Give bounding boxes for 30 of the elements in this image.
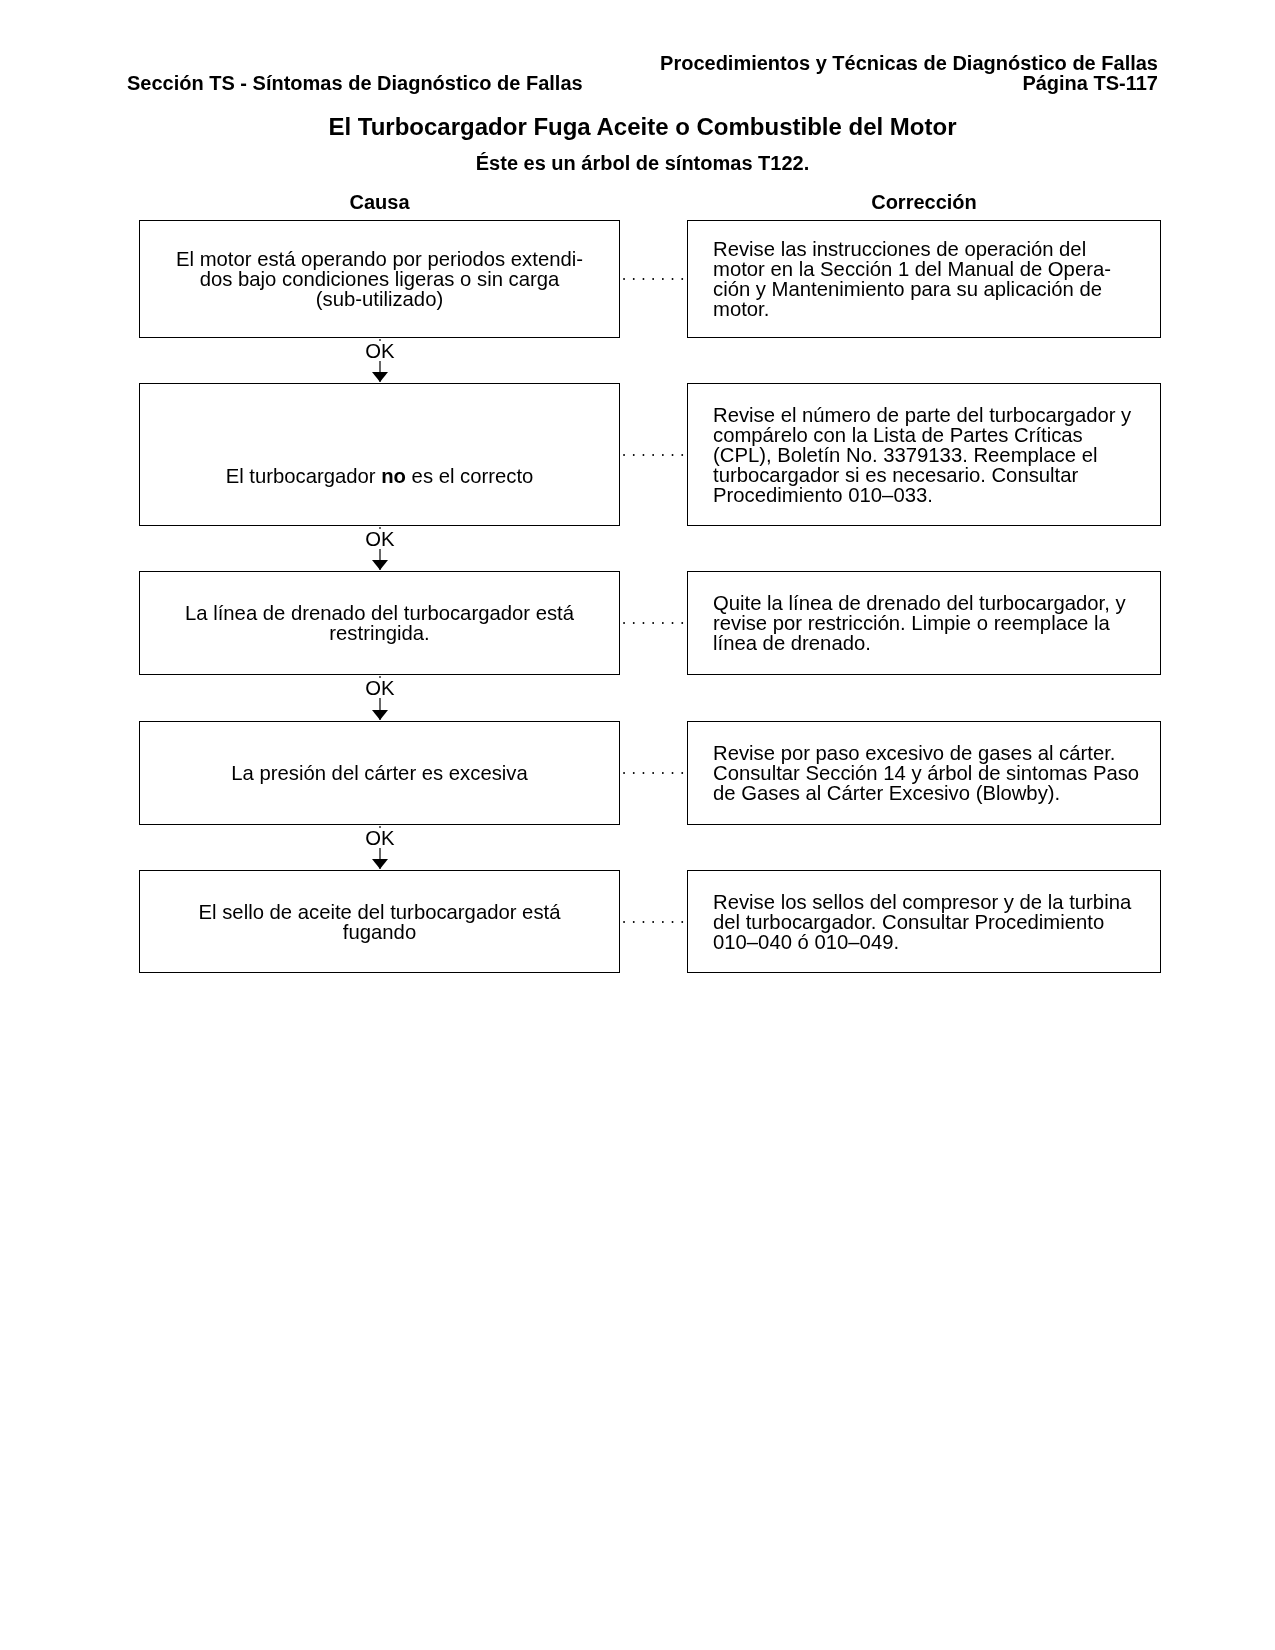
correction-text: Revise por paso excesivo de gases al cárter. Consultar Sección 14 y árbol de sintomas Paso de Gases al Cárter Excesivo (Blowby). (713, 743, 1141, 803)
page-header: Sección TS - Síntomas de Diagnóstico de Fallas (127, 73, 584, 93)
correction-box (687, 721, 1161, 825)
column-heading: Causa (348, 192, 411, 212)
cause-box (139, 220, 620, 338)
cause-text: El motor está operando por periodos extendi- dos bajo condiciones ligeras o sin carga (sub-utilizado) (175, 249, 584, 309)
title: El Turbocargador Fuga Aceite o Combustible del Motor (327, 113, 958, 141)
edge-label: OK (363, 828, 397, 848)
correction-box (687, 571, 1161, 675)
edge-label: OK (363, 529, 397, 549)
cause-box (139, 721, 620, 825)
correction-box (687, 870, 1161, 973)
correction-text: Revise el número de parte del turbocargador y compárelo con la Lista de Partes Críticas (CPL), Boletín No. 3379133. Reemplace el turbocargador si es necesario. Consultar Procedimiento 010–033. (713, 404, 1133, 505)
correction-text: Revise los sellos del compresor y de la turbina del turbocargador. Consultar Procedimiento 010–040 ó 010–049. (713, 891, 1133, 952)
edge-label: OK (363, 678, 397, 698)
cause-text: La presión del cárter es excesiva (231, 763, 528, 783)
cause-box (139, 383, 620, 526)
correction-box (687, 383, 1161, 526)
correction-box (687, 220, 1161, 338)
page-number: Página TS-117 (1022, 73, 1158, 93)
correction-text: Quite la línea de drenado del turbocargador, y revise por restricción. Limpie o reemplace la línea de drenado. (713, 593, 1127, 653)
edge-label: OK (363, 341, 397, 361)
correction-text: Revise las instrucciones de operación del motor en la Sección 1 del Manual de Opera- ción y Mantenimiento para su aplicación de motor. (713, 239, 1112, 319)
cause-box (139, 870, 620, 973)
cause-text: El turbocargador no es el correcto (225, 465, 534, 486)
cause-text: El sello de aceite del turbocargador está fugando (197, 901, 562, 942)
subtitle: Éste es un árbol de síntomas T122. (474, 153, 811, 173)
column-heading: Corrección (870, 192, 978, 212)
cause-text: La línea de drenado del turbocargador está restringida. (184, 603, 575, 643)
cause-box (139, 571, 620, 675)
